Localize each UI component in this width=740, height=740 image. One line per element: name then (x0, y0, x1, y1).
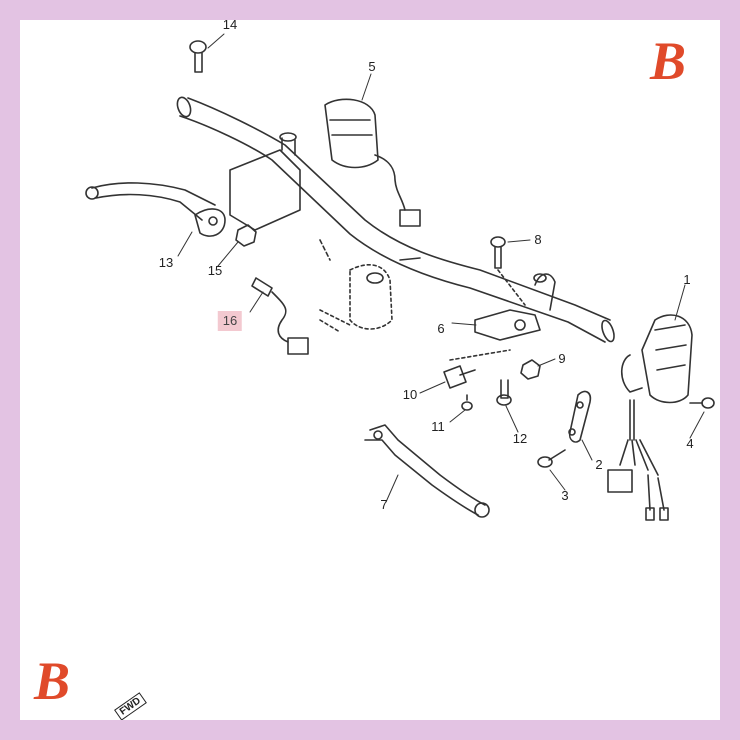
callout-9: 9 (558, 351, 566, 366)
callout-8: 8 (534, 232, 542, 247)
brake-lever (364, 424, 490, 518)
handlebar-clamp (229, 132, 301, 231)
callout-13: 13 (158, 255, 174, 270)
bolt-12 (496, 379, 512, 406)
callout-5: 5 (368, 59, 376, 74)
handlebar (176, 96, 615, 343)
parts-diagram-canvas: 14 5 8 1 13 15 16 6 9 10 11 12 4 2 3 7 B… (20, 20, 720, 720)
left-handlebar-switch (607, 314, 693, 521)
callout-6: 6 (437, 321, 445, 336)
brand-logo-top: B (650, 31, 687, 91)
callout-14: 14 (222, 20, 238, 32)
nut-9 (520, 359, 541, 380)
screw-4 (689, 397, 715, 409)
callout-7: 7 (380, 497, 388, 512)
brake-lever-holder (474, 273, 556, 341)
callout-11: 11 (431, 419, 445, 434)
front-brake-switch (443, 349, 511, 389)
holder-clamp-2 (568, 390, 592, 443)
throttle-assembly (319, 264, 393, 333)
bolt-8 (490, 236, 526, 306)
leader-lines (177, 33, 705, 503)
bolt-3 (537, 449, 566, 468)
callout-1: 1 (683, 272, 691, 287)
callout-10: 10 (402, 387, 418, 402)
callout-16: 16 (217, 311, 243, 331)
exploded-view-drawing (85, 33, 715, 521)
right-switch-housing (324, 98, 421, 227)
screw-11 (461, 394, 473, 411)
brand-logo-bottom: B (34, 651, 71, 711)
callout-12: 12 (512, 431, 528, 446)
clutch-switch (251, 277, 309, 355)
callout-15: 15 (207, 263, 223, 278)
callout-4: 4 (686, 436, 694, 451)
clutch-lever (85, 182, 226, 237)
bolt-14 (189, 40, 207, 73)
callout-3: 3 (561, 488, 569, 503)
callout-2: 2 (595, 457, 603, 472)
nut-15 (235, 224, 257, 247)
